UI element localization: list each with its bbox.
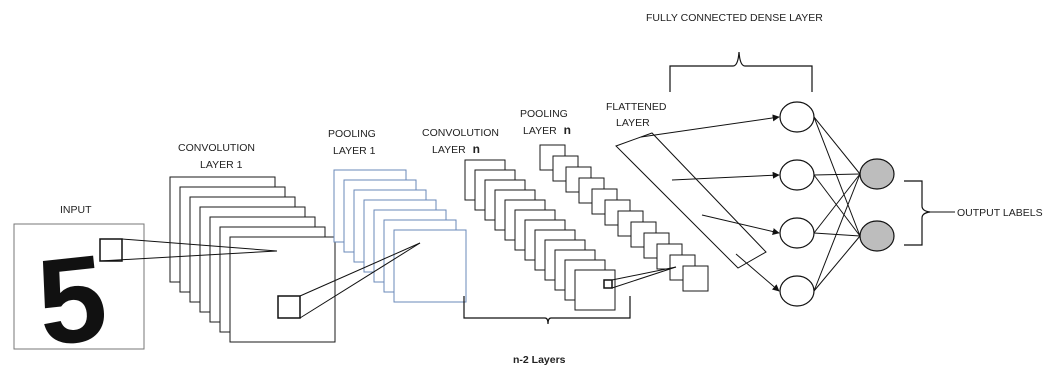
dense-node	[780, 276, 814, 306]
dense-connection	[814, 174, 860, 233]
conv1-label-line2: LAYER 1	[200, 159, 243, 171]
input-label: INPUT	[60, 204, 92, 216]
pool1-label-line2: LAYER 1	[333, 145, 376, 157]
output-brace	[904, 181, 930, 245]
output-node	[860, 159, 894, 189]
flatten-arrow	[736, 254, 779, 291]
flatten-arrow	[641, 117, 779, 137]
dense-brace	[670, 52, 812, 92]
dense-label: FULLY CONNECTED DENSE LAYER	[646, 12, 823, 24]
dense-node	[780, 218, 814, 248]
pool1-feature-map	[394, 230, 466, 302]
dense-layer-nodes	[780, 102, 814, 306]
conv1-label-line1: CONVOLUTION	[178, 142, 255, 154]
convn-label-line1: CONVOLUTION	[422, 127, 499, 139]
dense-to-output-connections	[814, 117, 860, 291]
pooln-label-n: n	[564, 123, 571, 137]
dense-connection	[814, 174, 860, 291]
convn-label-line2: LAYER n	[432, 142, 480, 156]
conv1-feature-maps	[170, 177, 335, 342]
dense-node	[780, 102, 814, 132]
dense-node	[780, 160, 814, 190]
output-layer-nodes	[860, 159, 894, 251]
pool1-label-line1: POOLING	[328, 128, 376, 140]
convn-label-n: n	[473, 142, 480, 156]
pooln-feature-map	[683, 266, 708, 291]
dense-connection	[814, 175, 860, 236]
pooln-label-line1: POOLING	[520, 108, 568, 120]
output-labels-label: OUTPUT LABELS	[957, 207, 1043, 219]
convn-feature-map	[575, 270, 615, 310]
convn-to-pooln-line	[612, 267, 676, 288]
flattened-label-line2: LAYER	[616, 117, 650, 129]
flattened-layer	[616, 133, 766, 268]
dense-connection	[814, 174, 860, 175]
n2-layers-label: n-2 Layers	[513, 354, 566, 366]
flattened-label-line1: FLATTENED	[606, 101, 667, 113]
convn-to-pooln-line	[612, 267, 676, 280]
convn-label-word: LAYER	[432, 144, 466, 156]
conv1-pool-window	[278, 296, 300, 318]
dense-connection	[814, 117, 860, 236]
pooln-label-line2: LAYER n	[523, 123, 571, 137]
pooln-label-word: LAYER	[523, 125, 557, 137]
pool1-feature-maps	[334, 170, 466, 302]
output-node	[860, 221, 894, 251]
dense-connection	[814, 117, 860, 174]
dense-connection	[814, 236, 860, 291]
